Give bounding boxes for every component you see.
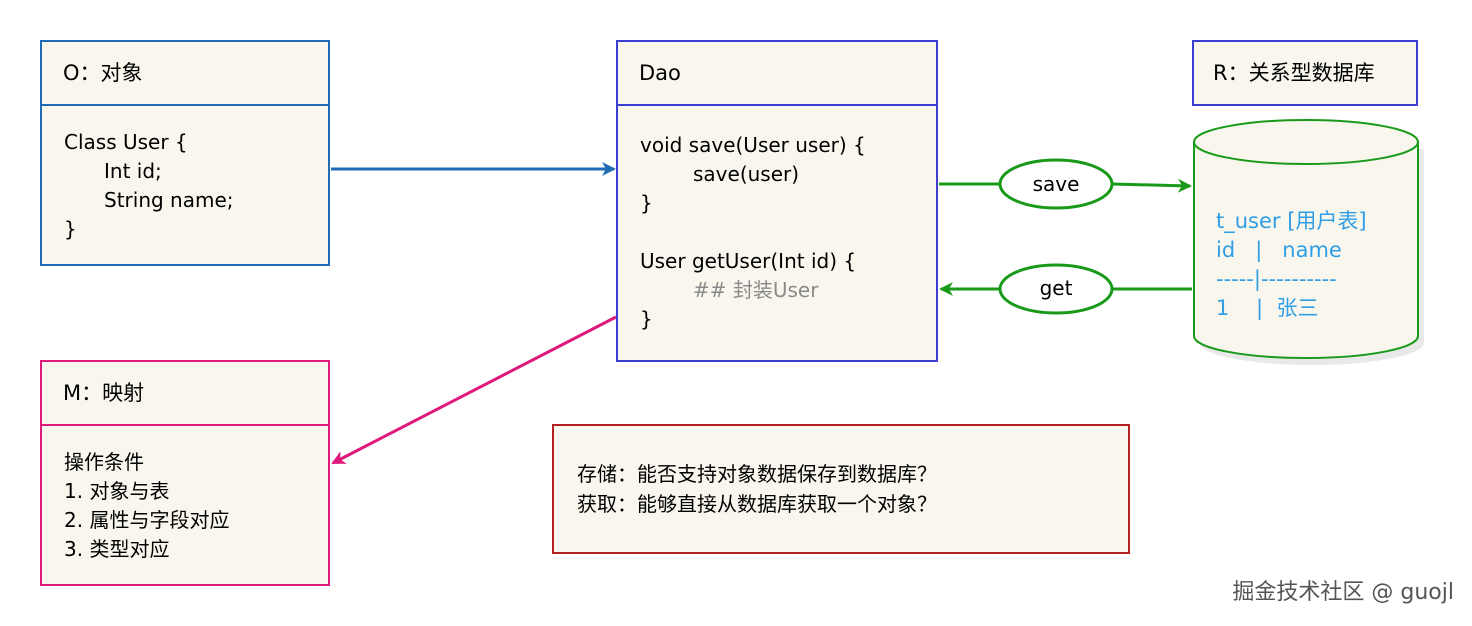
- dao-box: Dao void save(User user) { save(user) } …: [616, 40, 938, 362]
- object-line: Class User {: [64, 130, 188, 154]
- mapping-line: 1. 对象与表: [64, 479, 170, 503]
- dao-line: void save(User user) {: [640, 133, 866, 157]
- dao-line: save(user): [693, 162, 800, 186]
- watermark: 掘金技术社区 @ guojl: [1232, 580, 1454, 605]
- mapping-line: 3. 类型对应: [64, 537, 170, 561]
- database-title-box: R：关系型数据库: [1192, 40, 1418, 106]
- get-edge-ellipse: [998, 263, 1114, 315]
- dao-line: }: [640, 191, 653, 215]
- get-edge-label: get: [1039, 276, 1073, 300]
- database-table-line: t_user [用户表]: [1216, 209, 1367, 233]
- database-table-line: -----|----------: [1216, 267, 1337, 291]
- database-table: t_user [用户表] id | name -----|---------- …: [1216, 207, 1367, 323]
- save-edge-right: [1111, 178, 1192, 193]
- note-line: 存储：能否支持对象数据保存到数据库？: [577, 462, 937, 486]
- object-box-body: Class User { Int id; String name; }: [42, 106, 328, 244]
- database-title: R：关系型数据库: [1213, 61, 1375, 85]
- object-line: String name;: [104, 188, 234, 212]
- dao-box-body: void save(User user) { save(user) } User…: [618, 106, 936, 334]
- dao-line: User getUser(Int id) {: [640, 249, 857, 273]
- dao-box-title: Dao: [618, 42, 936, 106]
- mapping-box-title: M：映射: [42, 362, 328, 426]
- save-edge-ellipse: [998, 158, 1114, 210]
- mapping-line: 2. 属性与字段对应: [64, 508, 230, 532]
- object-box: O：对象 Class User { Int id; String name; }: [40, 40, 330, 266]
- note-box: 存储：能否支持对象数据保存到数据库？ 获取：能够直接从数据库获取一个对象？: [552, 424, 1130, 554]
- note-line: 获取：能够直接从数据库获取一个对象？: [577, 492, 937, 516]
- mapping-line: 操作条件: [64, 450, 144, 474]
- database-table-line: id | name: [1216, 238, 1342, 262]
- database-table-line: 1 | 张三: [1216, 296, 1319, 320]
- database-cylinder: [1193, 119, 1424, 365]
- object-line: }: [64, 217, 77, 241]
- mapping-box-body: 操作条件 1. 对象与表 2. 属性与字段对应 3. 类型对应: [42, 426, 328, 564]
- save-edge-label: save: [1032, 172, 1080, 196]
- dao-comment-line: ## 封装User: [693, 278, 819, 302]
- dao-line: }: [640, 307, 653, 331]
- object-line: Int id;: [104, 159, 162, 183]
- dao-line: [640, 218, 936, 247]
- object-box-title: O：对象: [42, 42, 328, 106]
- mapping-box: M：映射 操作条件 1. 对象与表 2. 属性与字段对应 3. 类型对应: [40, 360, 330, 586]
- dao-to-mapping-arrow: [331, 315, 617, 465]
